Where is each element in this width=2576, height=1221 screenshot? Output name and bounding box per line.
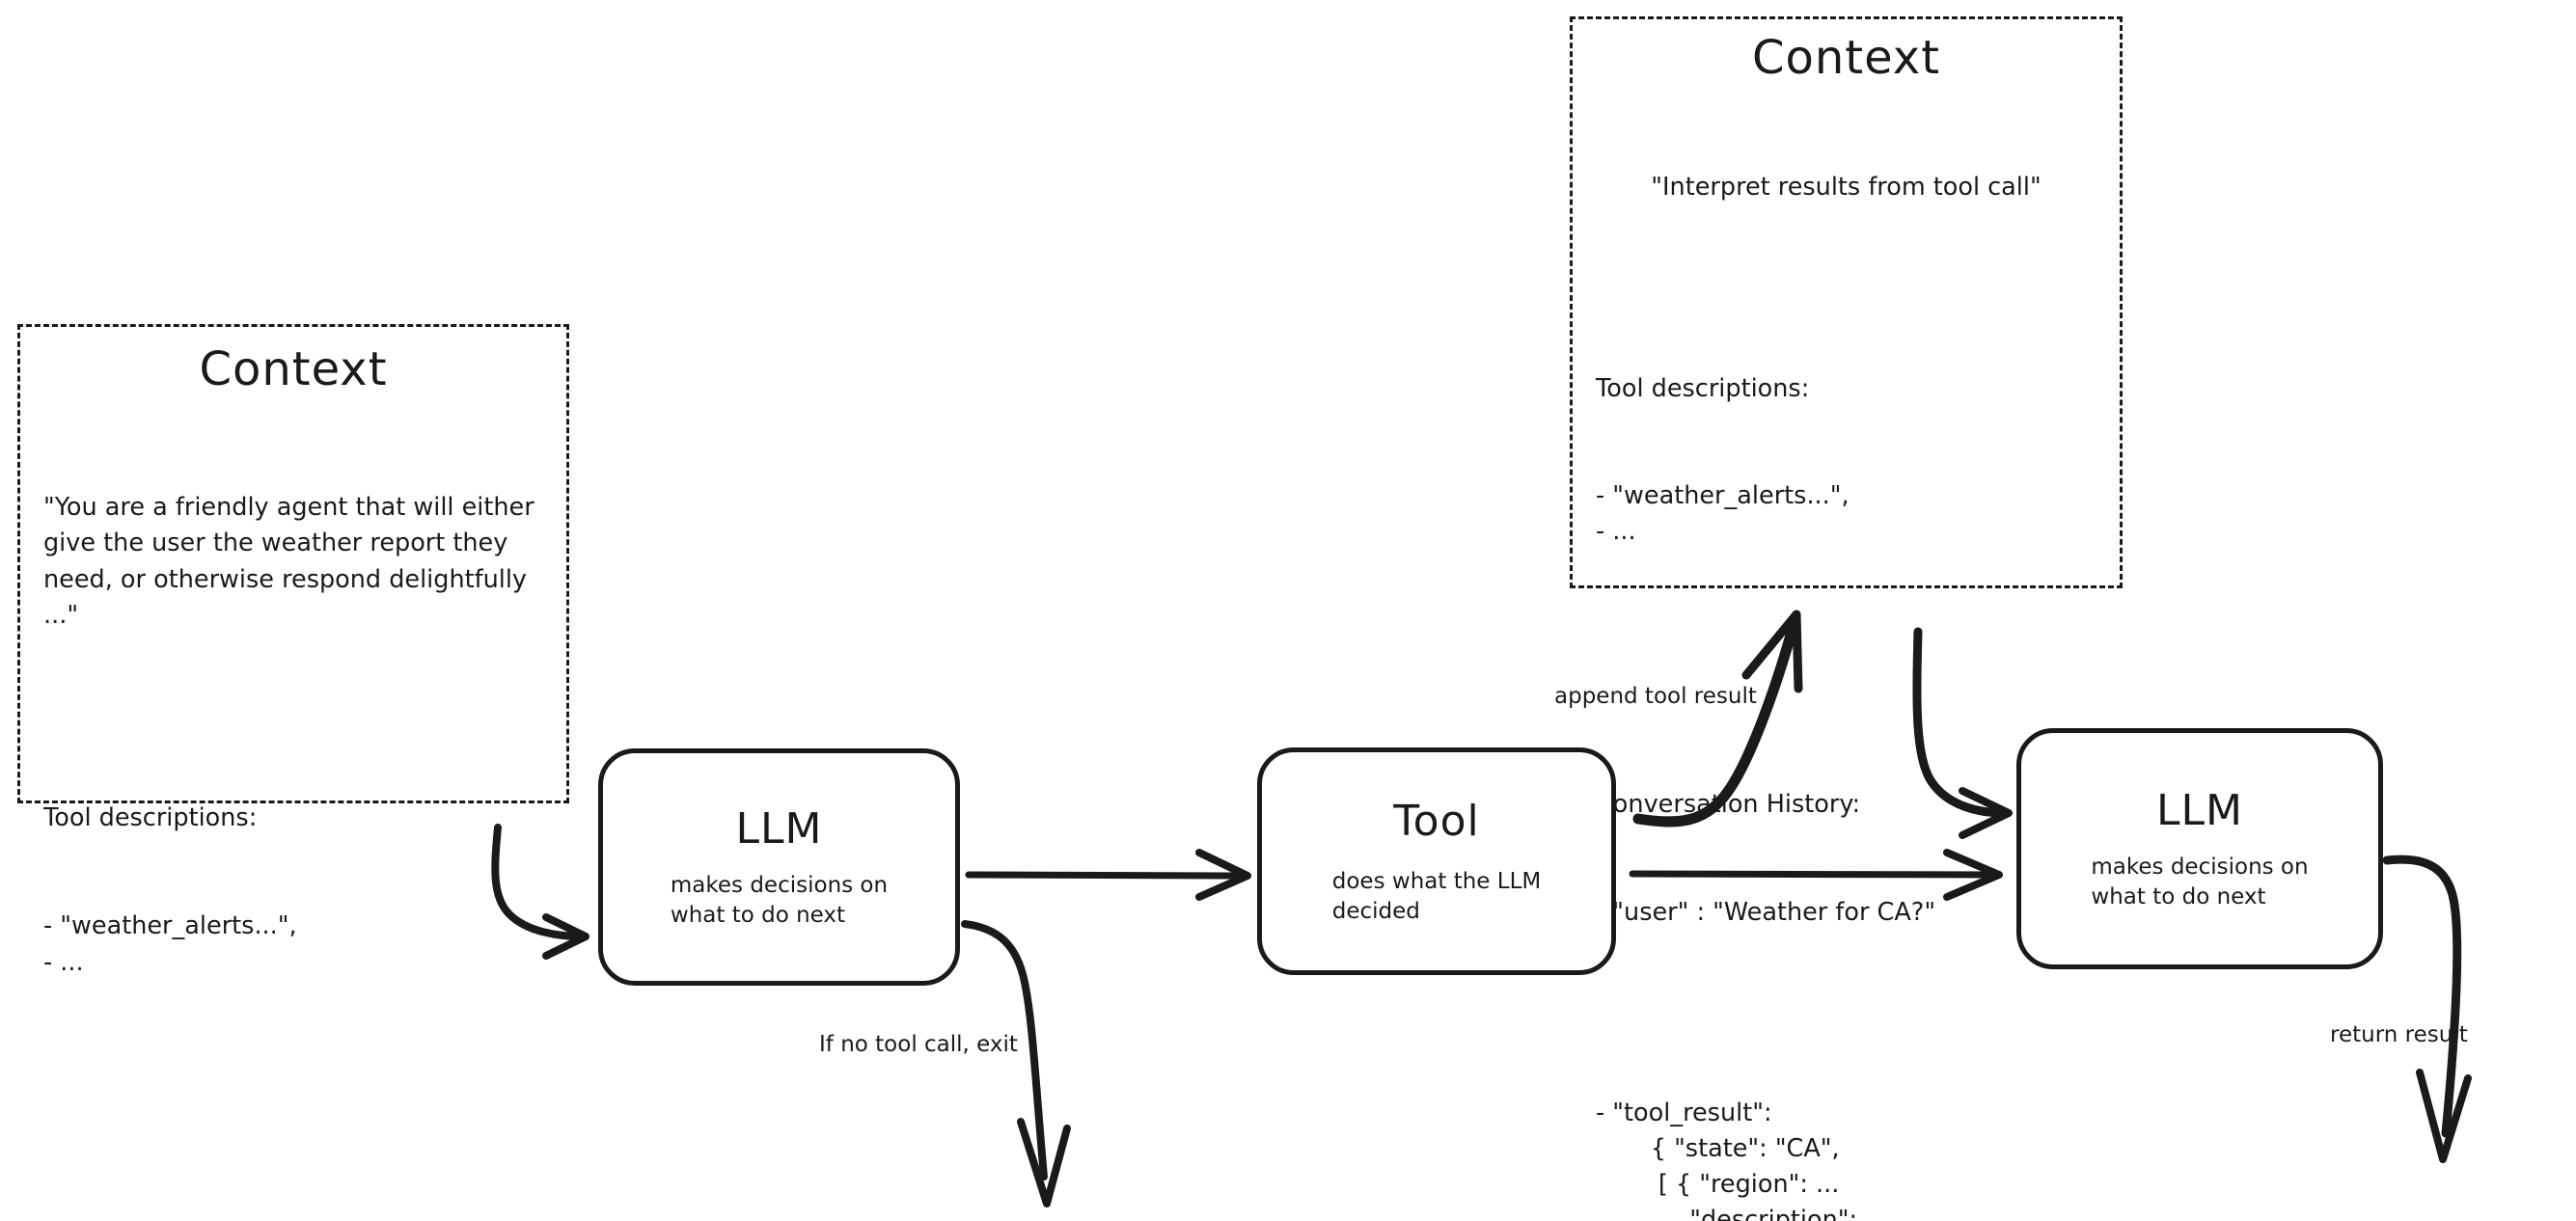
node-llm-first-subtitle: makes decisions on what to do next	[670, 873, 889, 928]
context-left-system-prompt: "You are a friendly agent that will eith…	[43, 492, 542, 631]
context-right-conversation-user: - "user" : "Weather for CA?"	[1596, 897, 1936, 927]
node-llm-first[interactable]: LLM makes decisions on what to do next	[598, 748, 960, 986]
context-right-tool-descriptions-items: - "weather_alerts...", - ...	[1596, 481, 1850, 547]
context-left-conversation: Conversation History: - "user" : "Weathe…	[43, 1147, 543, 1221]
node-llm-first-title: LLM	[735, 804, 823, 855]
node-tool[interactable]: Tool does what the LLM decided	[1257, 747, 1616, 975]
edge-label-append-tool-result: append tool result	[1554, 684, 1757, 709]
node-llm-second-title: LLM	[2156, 786, 2243, 836]
context-left-body: "You are a friendly agent that will eith…	[43, 418, 543, 1221]
context-right-tool-descriptions-header: Tool descriptions:	[1596, 373, 1810, 403]
context-right-tool-descriptions: Tool descriptions: - "weather_alerts..."…	[1596, 299, 2096, 622]
node-tool-subtitle: does what the LLM decided	[1331, 869, 1542, 924]
context-right-body: "Interpret results from tool call" Tool …	[1596, 98, 2096, 1221]
context-right-system-prompt: "Interpret results from tool call"	[1651, 173, 2042, 203]
node-llm-second-subtitle: makes decisions on what to do next	[2091, 855, 2309, 909]
arrow-llm-second-return	[2382, 855, 2472, 1163]
context-left-tool-descriptions-header: Tool descriptions:	[43, 802, 258, 832]
edge-label-return-result: return result	[2330, 1022, 2468, 1047]
context-left-tool-descriptions: Tool descriptions: - "weather_alerts..."…	[43, 728, 543, 1053]
context-left-title: Context	[199, 342, 388, 396]
context-right-tool-result: - "tool_result": { "state": "CA", [ { "r…	[1596, 1098, 1889, 1221]
context-box-left: Context "You are a friendly agent that w…	[17, 324, 569, 977]
context-right-title: Context	[1751, 31, 1941, 85]
context-left-tool-descriptions-items: - "weather_alerts...", - ...	[43, 911, 297, 977]
arrow-llm-first-exit	[961, 920, 1071, 1207]
node-llm-second[interactable]: LLM makes decisions on what to do next	[2016, 728, 2383, 969]
edge-label-if-no-tool-call-exit: If no tool call, exit	[819, 1032, 1018, 1057]
context-box-right: Context "Interpret results from tool cal…	[1570, 16, 2123, 1221]
node-tool-title: Tool	[1393, 797, 1480, 847]
arrow-llm-first-to-tool	[965, 849, 1251, 901]
